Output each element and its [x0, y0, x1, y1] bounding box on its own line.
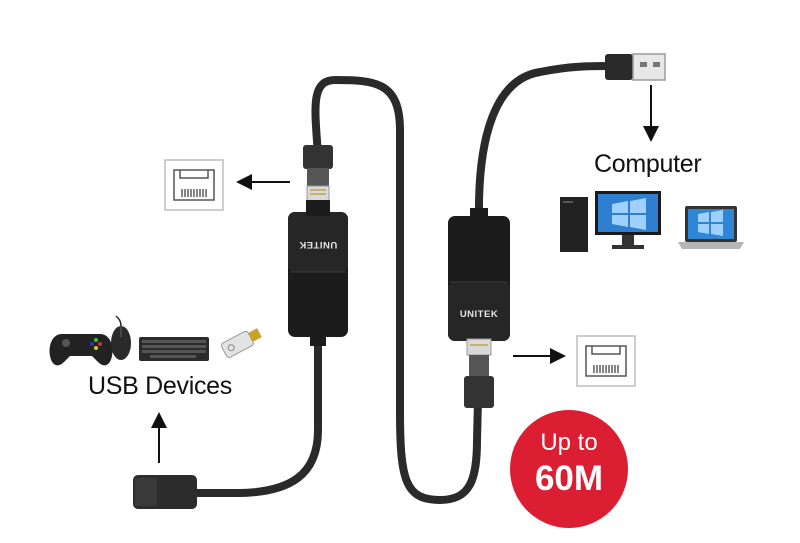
right-unit-brand: UNITEK — [460, 309, 498, 320]
desktop-pc-icon — [560, 191, 661, 252]
keyboard-icon — [139, 337, 209, 361]
mouse-icon — [111, 315, 131, 360]
gamepad-icon — [49, 334, 113, 366]
computer-label: Computer — [594, 150, 702, 178]
badge-line-1: Up to — [540, 429, 598, 456]
usb-a-plug-icon — [605, 53, 666, 81]
arrows — [151, 85, 659, 463]
left-adapter-unit: UNITEK — [288, 200, 348, 346]
usb-device-cable — [191, 326, 322, 497]
left-unit-brand: UNITEK — [299, 239, 337, 250]
distance-badge: Up to 60M — [510, 410, 628, 528]
badge-line-2: 60M — [534, 459, 604, 498]
right-adapter-unit: UNITEK — [448, 208, 510, 341]
rj45-port-icon — [576, 335, 636, 387]
ethernet-cable-loop — [311, 75, 482, 505]
cables — [191, 62, 614, 505]
laptop-icon — [678, 206, 744, 249]
left-rj45-plug — [303, 145, 333, 205]
usb-a-female-connector-icon — [133, 475, 197, 509]
usb-devices-label: USB Devices — [88, 372, 232, 400]
usb-host-cable — [474, 62, 614, 222]
rj45-port-icon — [164, 159, 224, 211]
usb-flash-drive-icon — [220, 328, 262, 358]
right-rj45-plug — [464, 338, 494, 408]
